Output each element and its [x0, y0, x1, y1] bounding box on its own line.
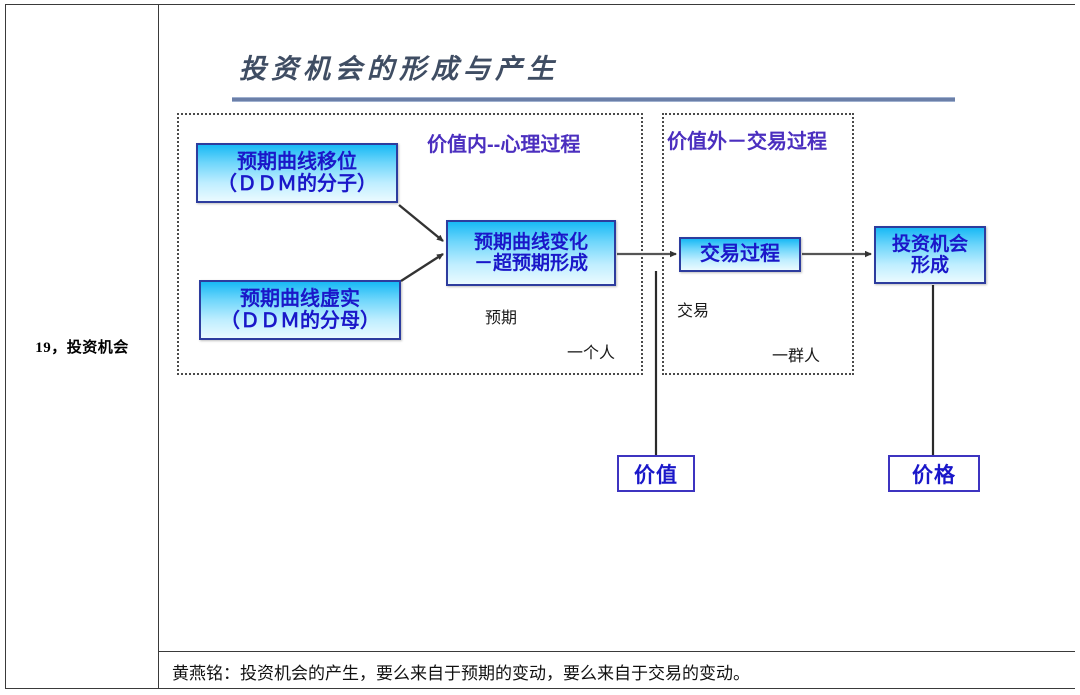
box-expectation-curve-change-line2: －超预期形成	[473, 253, 588, 274]
table-border-left	[5, 4, 6, 689]
annotation-one-person: 一个人	[567, 345, 616, 362]
group-title-outer-value: 价值外－交易过程	[667, 131, 827, 153]
box-expectation-curve-change-line1: 预期曲线变化	[473, 231, 588, 253]
row-label: 19，投资机会	[35, 340, 129, 356]
group-panel-inner-value	[177, 113, 643, 375]
group-title-inner-value: 价值内--心理过程	[427, 134, 581, 156]
box-value-label: 价值	[634, 463, 678, 487]
box-investment-opportunity[interactable]: 投资机会 形成	[874, 226, 986, 284]
table-row-divider	[158, 651, 1075, 652]
box-price-label: 价格	[912, 463, 956, 487]
box-trading-process-label: 交易过程	[700, 243, 780, 266]
box-expectation-curve-truth-line2: （ＤＤＭ的分母）	[220, 310, 380, 332]
box-expectation-curve-truth[interactable]: 预期曲线虚实 （ＤＤＭ的分母）	[199, 280, 401, 340]
table-column-divider	[158, 4, 159, 689]
group-panel-outer-value	[662, 113, 854, 375]
table-border-bottom	[5, 688, 1075, 689]
table-caption: 黄燕铭：投资机会的产生，要么来自于预期的变动，要么来自于交易的变动。	[172, 664, 750, 683]
title-underline-rule	[232, 97, 955, 102]
annotation-crowd-of-people: 一群人	[772, 348, 821, 365]
box-investment-opportunity-line2: 形成	[910, 255, 949, 276]
table-border-top	[5, 4, 1075, 5]
box-trading-process[interactable]: 交易过程	[679, 237, 801, 272]
annotation-expectation: 预期	[485, 310, 518, 327]
box-price[interactable]: 价格	[888, 455, 980, 492]
box-expectation-curve-shift[interactable]: 预期曲线移位 （ＤＤＭ的分子）	[196, 143, 398, 203]
annotation-trade: 交易	[677, 303, 710, 320]
box-expectation-curve-shift-line1: 预期曲线移位	[237, 150, 357, 173]
box-investment-opportunity-line1: 投资机会	[891, 233, 968, 255]
page-title: 投资机会的形成与产生	[239, 54, 559, 84]
box-expectation-curve-truth-line1: 预期曲线虚实	[240, 287, 360, 310]
box-expectation-curve-shift-line2: （ＤＤＭ的分子）	[217, 173, 377, 195]
box-value[interactable]: 价值	[617, 455, 695, 492]
box-expectation-curve-change[interactable]: 预期曲线变化 －超预期形成	[446, 220, 616, 286]
